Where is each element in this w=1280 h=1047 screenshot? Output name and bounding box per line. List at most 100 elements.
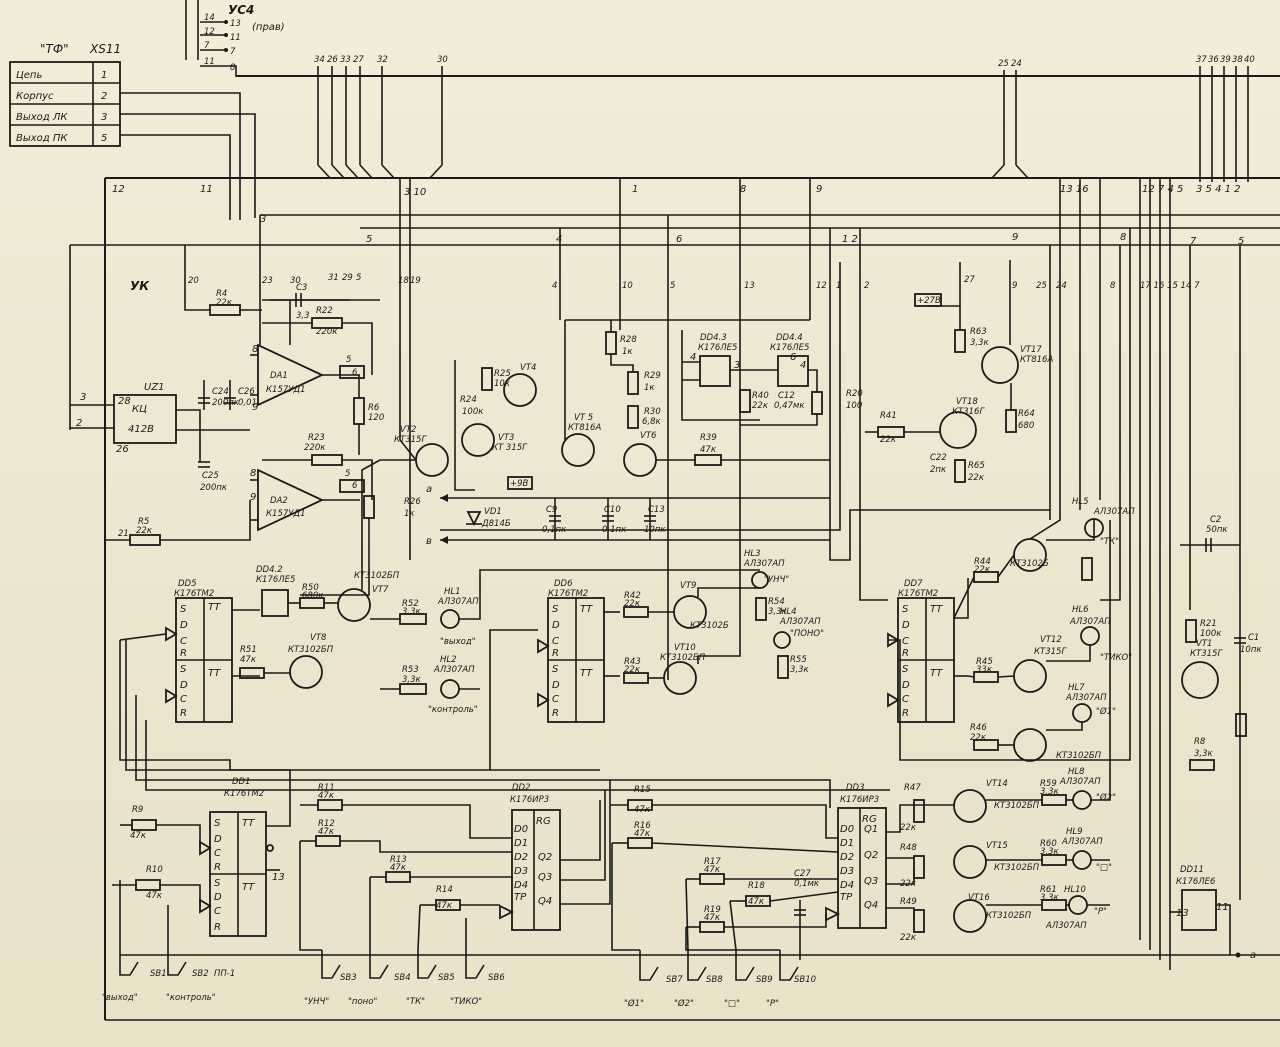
hl3-caption: "УНЧ" (764, 575, 789, 585)
r25-val: 100к (462, 407, 484, 417)
dd6-part: К176ТМ2 (548, 589, 588, 599)
svg-text:R42: R42 (624, 591, 641, 601)
svg-text:1 2: 1 2 (842, 234, 858, 245)
svg-text:9: 9 (1012, 232, 1018, 243)
r65-val: 100 (846, 401, 862, 411)
svg-text:4: 4 (556, 234, 562, 245)
sb9-ref: SB9 (756, 975, 773, 985)
svg-text:VT16: VT16 (968, 893, 990, 903)
r29-ref: R29 (644, 371, 661, 381)
da2-part: К157УД1 (266, 509, 306, 519)
svg-text:12: 12 (112, 184, 125, 195)
bus-11: 38 (1232, 55, 1243, 65)
bus-4: 32 (377, 55, 388, 65)
hl7-caption: "Ø1" (1096, 706, 1116, 717)
hl3-ref: HL3 (744, 549, 761, 559)
dd42-vt7-vt8: DD4.2 К176ЛЕ5 R50 680к КТ3102БП VT7 VT8 … (239, 459, 400, 689)
svg-text:КТ316Г: КТ316Г (952, 407, 985, 417)
svg-text:4: 4 (552, 281, 557, 291)
us4-pin-4: 7 (204, 41, 210, 51)
c2-ref: C2 (1210, 515, 1221, 525)
r64-val: 22к (968, 473, 985, 483)
svg-text:R10: R10 (146, 865, 163, 875)
hl2-caption: "контроль" (428, 705, 478, 715)
r62-val: 3,3к (970, 338, 990, 348)
r4-ref: R4 (216, 289, 227, 299)
sb2-ref: SB2 (192, 969, 209, 979)
r41-val: 47к (240, 655, 257, 665)
sb2-part: ПП-1 (214, 969, 235, 979)
c12-val: 0,47мк (774, 401, 805, 411)
row-pin-0: 1 (101, 70, 107, 81)
bus-5: 30 (437, 55, 448, 65)
svg-text:8: 8 (1110, 281, 1116, 291)
svg-text:R: R (552, 648, 559, 659)
dd4-gates: DD4.3 К176ЛЕ5 DD4.4 К176ЛЕ5 R40 22к C12 … (681, 330, 823, 426)
svg-text:47к: 47к (748, 897, 765, 907)
sb2-caption: "контроль" (166, 993, 216, 1003)
svg-text:R6: R6 (368, 403, 380, 413)
c3-ref: C3 (296, 283, 307, 293)
row-label-0: Цепь (16, 70, 42, 81)
switch-sb7: SB7 "Ø1" (624, 950, 683, 1009)
sb3-ref: SB3 (340, 973, 357, 983)
us4-pin-3: 11 (230, 33, 241, 43)
svg-text:Q4: Q4 (864, 900, 878, 911)
sb7-caption: "Ø1" (624, 998, 644, 1009)
sb8-caption: "Ø2" (674, 998, 694, 1009)
bus-2: 33 (340, 55, 351, 65)
hl5-part: АЛ307АП (1093, 507, 1135, 517)
vt9-vt10: VT9 КТ3102Б VT10 КТ3102БП R42 22к R43 22… (623, 549, 824, 695)
supply-27v: +27В (917, 296, 941, 306)
r64-ref: R65 (968, 461, 985, 471)
svg-text:Q2: Q2 (538, 852, 552, 863)
hl4-ref: HL4 (780, 607, 797, 617)
r40-val: 680к (302, 591, 324, 601)
c1-val: 10пк (1240, 645, 1262, 655)
bus-9: 36 (1208, 55, 1219, 65)
uz1-caps: C24 200пк C26 0,01 C25 200пк (198, 380, 257, 493)
svg-text:22к: 22к (900, 933, 917, 943)
svg-text:R60: R60 (1040, 839, 1057, 849)
svg-text:TT: TT (580, 668, 593, 679)
hl6-caption: "ТИКО" (1100, 653, 1132, 663)
r52-ref: R52 (402, 599, 419, 609)
svg-text:D4: D4 (840, 880, 854, 891)
da-feedback: C3 3,3 R22 220к R23 220к R6 120 31 29 5 … (262, 273, 384, 596)
sb4-ref: SB4 (394, 973, 411, 983)
bus-8: 37 (1196, 55, 1207, 65)
r41-ref: R51 (240, 645, 257, 655)
svg-text:11: 11 (200, 184, 213, 195)
svg-text:КТ816А: КТ816А (568, 423, 601, 433)
svg-text:13: 13 (272, 872, 285, 883)
svg-text:R47: R47 (904, 783, 921, 793)
svg-text:5: 5 (346, 355, 351, 365)
svg-text:R17: R17 (704, 857, 721, 867)
svg-text:12: 12 (816, 281, 827, 291)
hl4-part: АЛ307АП (779, 617, 821, 627)
svg-text:Q4: Q4 (538, 896, 552, 907)
svg-text:3,3к: 3,3к (790, 665, 810, 675)
svg-text:R18: R18 (748, 881, 765, 891)
svg-text:6: 6 (790, 352, 796, 363)
svg-text:28: 28 (118, 396, 131, 407)
svg-text:КТ 315Г: КТ 315Г (492, 443, 528, 453)
svg-text:23: 23 (262, 276, 273, 286)
c22-ref: C22 (930, 453, 947, 463)
svg-text:D: D (552, 620, 560, 631)
svg-text:TP: TP (514, 892, 527, 903)
svg-text:33к: 33к (976, 665, 993, 675)
svg-text:КТ3102БП: КТ3102БП (994, 863, 1040, 873)
r40-ref: R50 (302, 583, 319, 593)
svg-text:VT1: VT1 (1196, 639, 1212, 649)
dd11-part: К176ЛЕ6 (1176, 877, 1216, 887)
dd5-part: К176ТМ2 (174, 589, 214, 599)
svg-text:47к: 47к (634, 805, 651, 815)
svg-text:10: 10 (622, 281, 633, 291)
svg-text:S: S (902, 664, 909, 675)
sb5-caption: "ТК" (406, 997, 425, 1007)
svg-text:30: 30 (290, 276, 301, 286)
r30-val: 6,8к (642, 417, 662, 427)
svg-text:VT10: VT10 (674, 643, 696, 653)
